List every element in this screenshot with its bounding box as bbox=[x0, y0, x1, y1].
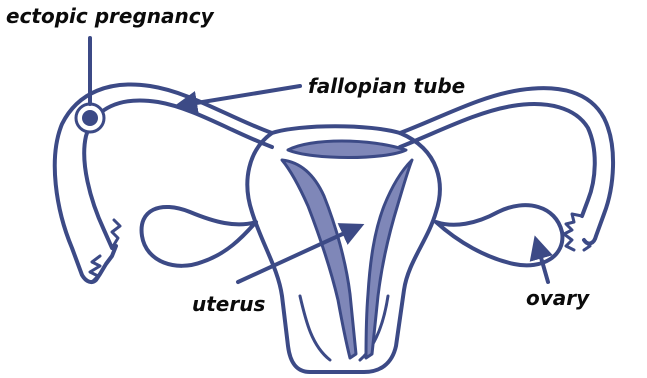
cervix-left-line bbox=[300, 296, 330, 360]
fallopian-tube-arrow bbox=[178, 86, 300, 106]
ovary-label: ovary bbox=[526, 288, 589, 308]
ectopic-pregnancy-label: ectopic pregnancy bbox=[6, 6, 214, 26]
right-ovary bbox=[436, 205, 562, 265]
uterine-right-lining bbox=[366, 160, 412, 358]
uterus-label: uterus bbox=[192, 294, 265, 314]
left-ovary bbox=[142, 207, 256, 266]
fallopian-tube-label: fallopian tube bbox=[308, 76, 465, 96]
uterine-left-lining bbox=[282, 160, 356, 358]
uterine-top-lining bbox=[288, 141, 406, 158]
ectopic-pregnancy-spot bbox=[82, 110, 98, 126]
